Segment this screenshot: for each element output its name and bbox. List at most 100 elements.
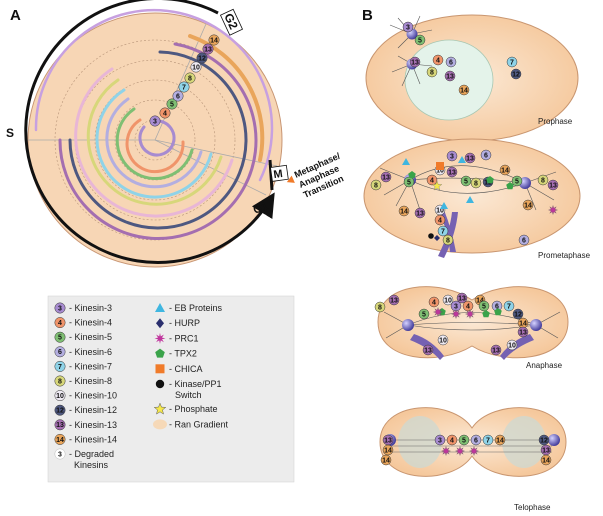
svg-text:7: 7 <box>441 228 445 235</box>
diamond-icon <box>156 318 164 329</box>
svg-text:6: 6 <box>449 59 453 66</box>
svg-text:13: 13 <box>204 46 212 53</box>
legend-factor-label: - EB Proteins <box>169 303 223 313</box>
g2-label: G2 <box>221 11 241 32</box>
svg-text:8: 8 <box>378 304 382 311</box>
cell-badge-kinesin-7: 7 <box>503 300 515 312</box>
m-phase-line <box>154 139 278 167</box>
svg-text:4: 4 <box>438 217 442 224</box>
m-box <box>270 164 289 182</box>
arc-kinesin-6 <box>105 97 203 189</box>
prc1-star-icon <box>454 445 466 457</box>
legend-kinesin-label-line2: Kinesins <box>74 460 109 470</box>
cell-badge-kinesin-5: 5 <box>418 308 430 320</box>
tpx2-icon <box>486 176 494 184</box>
prometaphase-membrane <box>363 138 581 254</box>
svg-text:6: 6 <box>522 237 526 244</box>
svg-text:5: 5 <box>422 311 426 318</box>
svg-text:4: 4 <box>58 320 62 327</box>
cell-badge-kinesin-13: 13 <box>547 179 559 191</box>
svg-text:7: 7 <box>182 84 186 91</box>
pentagon-icon <box>155 348 165 358</box>
svg-text:8: 8 <box>446 237 450 244</box>
cell-badge-kinesin-14: 14 <box>382 444 394 456</box>
legend-factor-label: - PRC1 <box>169 333 199 343</box>
svg-text:14: 14 <box>460 87 468 94</box>
cell-badge-kinesin-3: 3 <box>434 434 446 446</box>
svg-text:3: 3 <box>438 437 442 444</box>
cell-badge-kinesin-4: 4 <box>426 174 438 186</box>
svg-text:10: 10 <box>508 342 516 349</box>
svg-text:3: 3 <box>450 153 454 160</box>
svg-text:10: 10 <box>192 64 200 71</box>
svg-text:7: 7 <box>58 364 62 371</box>
svg-text:7: 7 <box>507 303 511 310</box>
cell-badge-kinesin-3: 3 <box>446 150 458 162</box>
svg-text:3: 3 <box>58 451 62 458</box>
svg-text:8: 8 <box>474 180 478 187</box>
triangle-icon <box>155 303 165 312</box>
svg-text:14: 14 <box>210 37 218 44</box>
cell-badge-kinesin-8: 8 <box>537 174 549 186</box>
tpx2-icon <box>494 308 502 316</box>
chica-icon <box>436 162 444 170</box>
svg-text:13: 13 <box>382 174 390 181</box>
anaphase-cell: Anaphase <box>377 286 569 370</box>
legend-pentagon-item: - TPX2 <box>155 348 197 359</box>
svg-text:14: 14 <box>56 437 64 444</box>
svg-text:10: 10 <box>56 393 64 400</box>
svg-text:5: 5 <box>482 303 486 310</box>
legend-factor-label: - Kinase/PP1 <box>169 379 222 389</box>
legend-kinesin-item: 3- Kinesin-3 <box>54 302 112 314</box>
cell-badge-kinesin-13: 13 <box>414 207 426 219</box>
svg-text:13: 13 <box>492 347 500 354</box>
cell-badge-kinesin-5: 5 <box>414 34 426 46</box>
svg-text:12: 12 <box>512 71 520 78</box>
prometaphase-cell: Prometaphase <box>363 138 591 260</box>
legend-kinesin-label: - Kinesin-8 <box>69 376 112 386</box>
eb-protein-icon <box>466 196 474 203</box>
legend-phosphate-star-item: - Phosphate <box>153 402 218 415</box>
telophase-nucleus-right <box>502 416 546 468</box>
legend-kinesin-item: 12- Kinesin-12 <box>54 404 117 416</box>
svg-text:12: 12 <box>56 408 64 415</box>
svg-text:13: 13 <box>549 182 557 189</box>
cell-badge-kinesin-14: 14 <box>458 84 470 96</box>
arc-kinesin-8 <box>86 78 223 206</box>
ring-badge-kinesin-5: 5 <box>166 98 178 110</box>
svg-text:14: 14 <box>501 167 509 174</box>
prophase-cell: Prophase <box>365 14 579 142</box>
hurp-icon <box>434 235 440 241</box>
svg-text:4: 4 <box>430 177 434 184</box>
star-icon <box>154 332 166 344</box>
cell-badge-kinesin-8: 8 <box>374 301 386 313</box>
svg-text:5: 5 <box>462 437 466 444</box>
svg-text:13: 13 <box>519 329 527 336</box>
svg-text:13: 13 <box>448 169 456 176</box>
cell-badge-kinesin-13: 13 <box>490 344 502 356</box>
svg-text:14: 14 <box>382 457 390 464</box>
legend-factor-label: - CHICA <box>169 364 203 374</box>
svg-text:8: 8 <box>58 378 62 385</box>
legend-factor-label: - HURP <box>169 318 200 328</box>
legend-square-item: - CHICA <box>155 364 203 374</box>
arc-kinesin-4 <box>125 118 185 174</box>
arc-kinesin-7 <box>95 88 213 199</box>
cycle-direction-arrow <box>24 0 275 264</box>
svg-text:8: 8 <box>430 69 434 76</box>
svg-text:14: 14 <box>400 208 408 215</box>
legend-diamond-item: - HURP <box>156 318 200 329</box>
svg-text:10: 10 <box>444 297 452 304</box>
cell-badge-kinesin-4: 4 <box>446 434 458 446</box>
svg-text:13: 13 <box>384 437 392 444</box>
tpx2-icon <box>482 310 490 318</box>
svg-text:13: 13 <box>424 347 432 354</box>
kinase-switch-icon <box>428 233 434 239</box>
cell-badge-kinesin-12: 12 <box>538 434 550 446</box>
svg-text:5: 5 <box>58 335 62 342</box>
transition-arrow-icon <box>286 175 295 183</box>
svg-text:13: 13 <box>458 295 466 302</box>
